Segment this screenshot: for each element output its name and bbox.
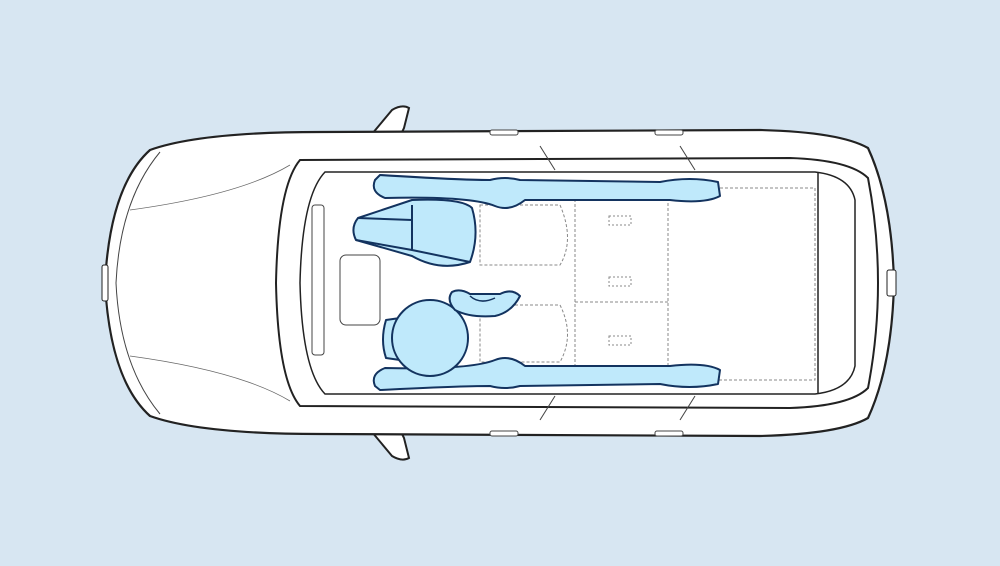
passenger-airbag-fold	[355, 205, 471, 263]
dashboard	[311, 204, 325, 356]
door-line-top	[679, 145, 696, 171]
curtain-airbag-right	[372, 357, 721, 391]
knee-airbag-fold	[469, 295, 496, 302]
driver-knee-airbag	[448, 289, 521, 318]
hood-line	[115, 151, 161, 415]
hood-crease-bottom	[129, 355, 291, 402]
front-light	[101, 264, 109, 302]
door-handle	[489, 129, 519, 136]
rear-light	[886, 269, 897, 297]
hood-crease-top	[129, 164, 291, 211]
rear-seat-right	[479, 304, 568, 363]
door-handle	[654, 129, 684, 136]
interior-outline	[299, 171, 856, 395]
door-line-bottom	[539, 395, 556, 421]
center-console	[339, 254, 381, 326]
door-handle	[654, 430, 684, 437]
driver-front-airbag	[391, 299, 469, 377]
seat-belt-buckle	[608, 276, 632, 287]
curtain-airbag-left	[372, 174, 721, 209]
door-handle	[489, 430, 519, 437]
seat-belt-buckle	[608, 215, 632, 226]
rear-seat-left	[479, 204, 568, 266]
door-line-bottom	[679, 395, 696, 421]
door-line-top	[539, 145, 556, 171]
seat-belt-buckle	[608, 335, 632, 346]
